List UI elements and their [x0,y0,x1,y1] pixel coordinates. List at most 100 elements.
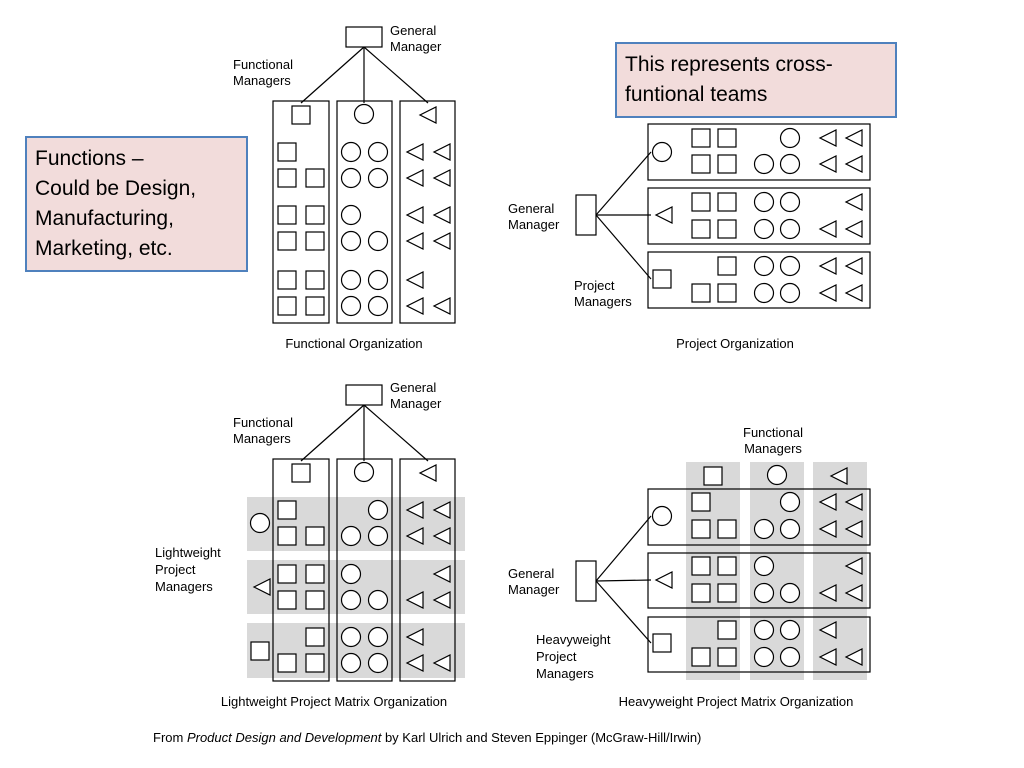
member-triangle [432,143,451,161]
heavyweight-team-box-3 [647,616,871,673]
general-manager-box [345,384,383,406]
member-circle [753,255,775,277]
link [595,515,652,582]
link [595,214,652,280]
member-triangle [432,206,451,224]
source-credit: From Product Design and Development by K… [153,730,701,745]
member-square [717,283,737,303]
member-square [691,283,711,303]
member-circle [779,582,801,604]
functional-manager-square [291,463,311,483]
member-triangle [405,501,424,519]
lightweight-project-managers-label-line: Project [155,562,196,577]
member-square [691,219,711,239]
lightweight-caption: Lightweight Project Matrix Organization [221,694,447,709]
member-circle [779,282,801,304]
member-circle [340,167,362,189]
link [363,404,429,462]
member-circle [779,218,801,240]
member-square [717,556,737,576]
member-triangle [844,284,863,302]
member-circle [753,191,775,213]
member-circle [340,563,362,585]
member-square [277,653,297,673]
functional-managers-label-line: Functional [233,57,293,72]
member-triangle [818,284,837,302]
heavyweight-pm-square [652,633,672,653]
member-triangle [405,232,424,250]
functional-organization-caption-line: Functional Organization [285,336,422,351]
member-triangle [432,297,451,315]
member-square [717,583,737,603]
functional-manager-circle [353,461,375,483]
credit-prefix: From [153,730,187,745]
project-organization-caption: Project Organization [676,336,794,351]
member-square [717,519,737,539]
member-triangle [405,169,424,187]
member-circle [340,652,362,674]
member-circle [779,191,801,213]
member-circle [367,652,389,674]
link [595,580,652,644]
functional-managers-label-line: Functional [743,425,803,440]
project-team-box-1 [647,123,871,181]
member-circle [753,218,775,240]
member-square [277,231,297,251]
general-manager-label-line: Manager [508,217,560,232]
member-square [305,168,325,188]
heavyweight-project-managers-label-line: Project [536,649,577,664]
project-managers-label-line: Project [574,278,615,293]
member-circle [367,525,389,547]
function-column-triangles [399,458,456,682]
member-square [305,270,325,290]
member-triangle [818,129,837,147]
member-square [305,231,325,251]
functional-managers-label-line: Functional [233,415,293,430]
heavyweight-team-box-2 [647,552,871,609]
project-organization-caption-line: Project Organization [676,336,794,351]
member-square [691,154,711,174]
member-triangle [432,169,451,187]
lightweight-project-managers-label-line: Lightweight [155,545,221,560]
member-square [305,205,325,225]
member-square [305,526,325,546]
member-triangle [432,565,451,583]
functional-managers-label-line: Managers [744,441,802,456]
member-square [277,168,297,188]
general-manager-label-line: General [390,380,436,395]
general-manager-box [345,26,383,48]
member-square [277,142,297,162]
member-square [717,219,737,239]
member-square [691,556,711,576]
functions-callout: Functions – Could be Design, Manufacturi… [25,136,248,272]
member-triangle [844,493,863,511]
member-triangle [405,206,424,224]
project-managers-label-line: Managers [574,294,632,309]
functional-manager-square [703,466,723,486]
link [363,46,429,104]
member-triangle [818,493,837,511]
member-square [717,154,737,174]
member-triangle [818,155,837,173]
member-triangle [844,557,863,575]
project-manager-circle [651,141,673,163]
member-circle [367,589,389,611]
member-square [305,627,325,647]
credit-book-title: Product Design and Development [186,730,382,745]
member-triangle [432,501,451,519]
heavyweight-pm-triangle [654,571,673,589]
heavyweight-caption-line: Heavyweight Project Matrix Organization [619,694,854,709]
member-square [691,647,711,667]
functional-manager-circle [353,103,375,125]
functional-managers-label-line: Managers [233,73,291,88]
member-square [691,492,711,512]
functional-manager-triangle [829,467,848,485]
member-square [277,590,297,610]
member-circle [753,646,775,668]
member-square [277,526,297,546]
member-square [691,192,711,212]
member-square [277,564,297,584]
member-circle [753,518,775,540]
